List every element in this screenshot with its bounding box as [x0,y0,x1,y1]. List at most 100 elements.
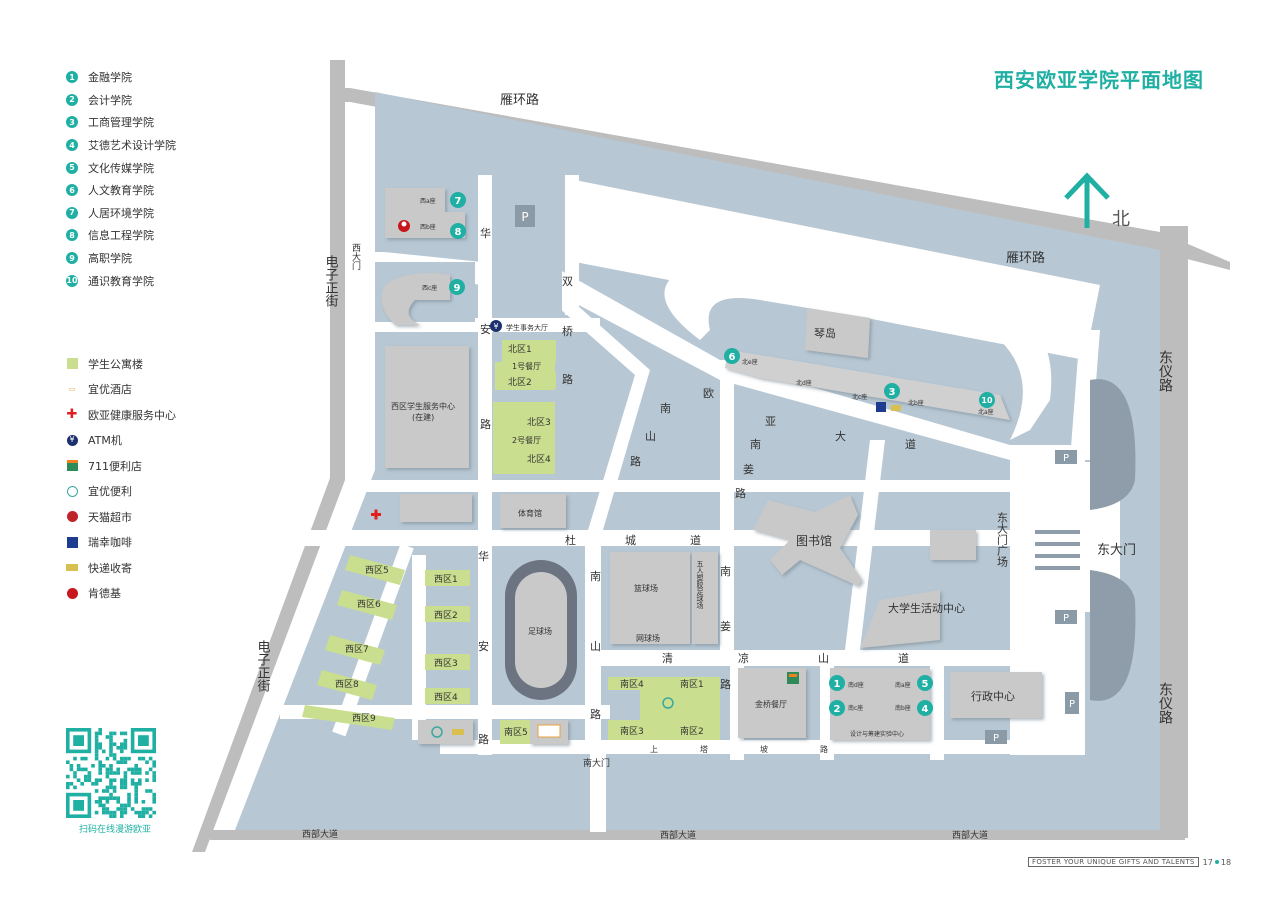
road-nan-4: 南 [720,565,731,578]
road-nan-2: 南 [750,438,761,451]
luckin-coffee-icon[interactable] [876,402,886,412]
qr-module [152,778,156,782]
facility-name: 宜优便利 [88,485,132,499]
hotel-icon[interactable] [537,724,561,738]
qr-module [123,810,128,815]
qr-module [94,735,99,739]
area-xi2: 西区2 [434,610,458,621]
luckin-coffee-icon [66,536,78,548]
qr-module [66,774,70,779]
qr-module [120,756,124,761]
qr-module [112,771,117,775]
road-lu-7: 路 [720,678,731,691]
qr-module [120,810,124,815]
facility-legend-item[interactable]: 学生公寓楼 [66,351,176,377]
area-nan3: 南区3 [620,725,644,737]
facility-name: 天猫超市 [88,510,132,524]
qr-module [123,771,128,775]
marker-num: 3 [889,387,896,398]
qr-module [152,764,156,768]
seven-eleven-icon[interactable] [787,672,799,684]
facility-name: 肯德基 [88,587,121,601]
kfc-icon[interactable] [398,220,410,232]
road-dianzizheng-south: 电子正街 [255,640,271,692]
qr-module [112,778,117,782]
road-ta: 塔 [700,744,708,754]
qr-module [112,731,117,736]
area-nan5: 南区5 [504,726,528,738]
qr-module [109,735,113,739]
qr-module [98,778,102,782]
area-xi1: 西区1 [434,574,458,585]
east-square-label: 东大门广场 [996,512,1009,568]
qr-module [116,771,120,775]
area-bei2: 北区2 [508,377,532,388]
college-marker-5[interactable]: 5 [917,675,933,691]
express-icon[interactable] [891,405,901,411]
road-dao: 道 [905,437,916,451]
college-number-badge: 5 [66,161,78,174]
parking-label: P [1063,613,1069,624]
road-shang: 上 [650,745,658,754]
facility-legend-item[interactable]: 瑞幸咖啡 [66,530,176,556]
college-marker-7[interactable]: 7 [450,192,466,208]
area-xi3: 西区3 [434,658,458,669]
qr-module [80,756,84,761]
college-marker-10[interactable]: 10 [979,392,995,408]
qr-module [69,764,74,768]
qr-module [141,814,146,818]
qr-module [116,796,120,800]
convenience-icon [66,485,78,497]
seat-beid: 北d座 [796,379,812,387]
outer-roads [192,60,1230,852]
qr-module [134,796,138,800]
convenience-icon[interactable] [662,697,674,709]
facility-legend-item[interactable]: 天猫超市 [66,504,176,530]
college-marker-8[interactable]: 8 [450,223,466,239]
convenience-icon[interactable] [431,726,443,738]
health-cross-icon[interactable] [371,509,381,520]
qr-module [112,814,117,818]
qr-code[interactable] [66,728,156,818]
college-marker-2[interactable]: 2 [829,700,845,716]
college-marker-9[interactable]: 9 [449,279,465,295]
road-qing: 清 [662,652,673,665]
qr-module [112,753,117,757]
qr-module [130,771,135,775]
road-an-1: 安 [480,322,491,336]
facility-legend-item[interactable]: 711便利店 [66,453,176,479]
marker-num: 4 [922,704,929,715]
facility-legend-item[interactable]: 宜优便利 [66,479,176,505]
facility-legend-item[interactable]: ✚欧亚健康服务中心 [66,402,176,428]
qr-module [134,792,138,797]
qr-module [66,785,70,790]
facility-legend-item[interactable]: ▭宜优酒店 [66,377,176,403]
express-icon[interactable] [452,729,464,735]
qr-module [94,749,99,754]
college-marker-6[interactable]: 6 [724,348,740,364]
facility-name: 欧亚健康服务中心 [88,408,176,422]
facility-legend-item[interactable]: 肯德基 [66,581,176,607]
atm-icon[interactable]: ¥ [490,320,502,332]
area-labels: 北区1 北区2 北区3 北区4 西区1 西区2 西区3 西区4 西区5 西区6 … [335,344,704,738]
qr-module [98,728,102,732]
college-number-badge: 9 [66,252,78,265]
facility-legend-item[interactable]: 快递收寄 [66,555,176,581]
qr-module [120,749,124,754]
college-marker-4[interactable]: 4 [917,700,933,716]
college-marker-3[interactable]: 3 [884,383,900,399]
page-dot [1214,860,1219,864]
seat-xic: 西c座 [422,284,437,292]
facility-legend-item[interactable]: ¥ATM机 [66,428,176,454]
college-marker-1[interactable]: 1 [829,675,845,691]
